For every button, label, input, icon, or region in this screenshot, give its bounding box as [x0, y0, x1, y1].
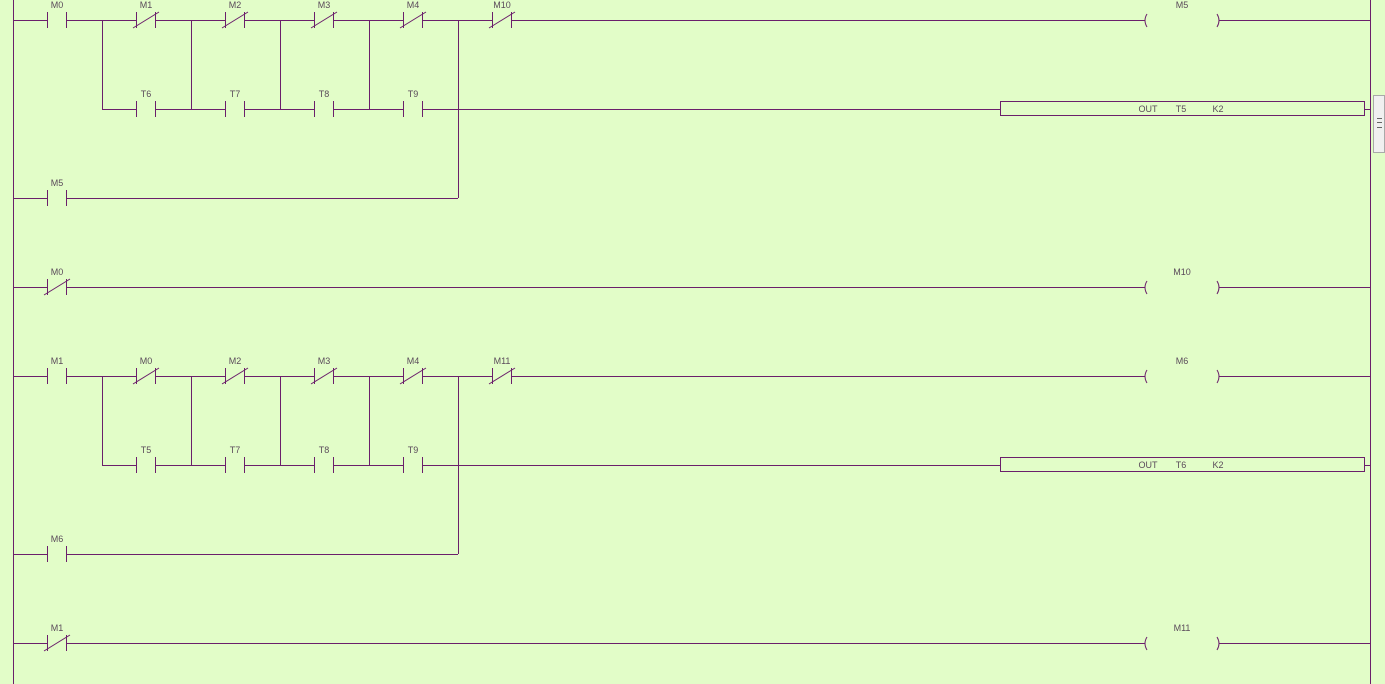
no-contact-label: T5	[141, 445, 152, 455]
coil-left-arc	[1144, 13, 1148, 28]
coil-left-arc	[1144, 369, 1148, 384]
coil-label: M5	[1176, 0, 1189, 10]
timer-op-label: OUT	[1139, 104, 1159, 114]
timer-instruction-box	[1000, 457, 1365, 472]
coil-label: M10	[1173, 267, 1191, 277]
timer-instruction-box	[1000, 101, 1365, 116]
coil-left-arc	[1144, 636, 1148, 651]
contact-nc-slash	[399, 367, 427, 385]
coil-label: M6	[1176, 356, 1189, 366]
nc-contact-label: M1	[140, 0, 153, 10]
nc-contact-label: M3	[318, 0, 331, 10]
nc-contact-label: M1	[51, 623, 64, 633]
coil-right-arc	[1216, 636, 1220, 651]
coil-label: M11	[1174, 623, 1191, 633]
contact-nc-slash	[221, 11, 249, 29]
contact-nc-slash	[399, 11, 427, 29]
timer-constant-label: K2	[1212, 460, 1223, 470]
contact-nc-slash	[310, 367, 338, 385]
no-contact-label: M6	[51, 534, 64, 544]
coil-right-arc	[1216, 280, 1220, 295]
no-contact-label: M5	[51, 178, 64, 188]
nc-contact-label: M4	[407, 356, 420, 366]
contact-nc-slash	[132, 11, 160, 29]
contact-nc-slash	[488, 11, 516, 29]
no-contact-label: T7	[230, 445, 241, 455]
no-contact-label: T8	[319, 89, 330, 99]
contact-nc-slash	[132, 367, 160, 385]
nc-contact-label: M2	[229, 0, 242, 10]
contact-nc-slash	[310, 11, 338, 29]
contact-nc-slash	[221, 367, 249, 385]
nc-contact-label: M10	[493, 0, 511, 10]
nc-contact-label: M4	[407, 0, 420, 10]
no-contact-label: T6	[141, 89, 152, 99]
timer-constant-label: K2	[1212, 104, 1223, 114]
contact-nc-slash	[488, 367, 516, 385]
contact-nc-slash	[43, 634, 71, 652]
no-contact-label: T9	[408, 89, 419, 99]
timer-device-label: T6	[1176, 460, 1187, 470]
nc-contact-label: M3	[318, 356, 331, 366]
coil-left-arc	[1144, 280, 1148, 295]
coil-right-arc	[1216, 13, 1220, 28]
nc-contact-label: M11	[494, 356, 511, 366]
nc-contact-label: M0	[140, 356, 153, 366]
nc-contact-label: M0	[51, 267, 64, 277]
no-contact-label: T8	[319, 445, 330, 455]
nc-contact-label: M2	[229, 356, 242, 366]
no-contact-label: M0	[51, 0, 64, 10]
timer-device-label: T5	[1176, 104, 1187, 114]
coil-right-arc	[1216, 369, 1220, 384]
no-contact-label: M1	[51, 356, 64, 366]
scroll-grip-icon	[1377, 118, 1382, 128]
no-contact-label: T7	[230, 89, 241, 99]
timer-op-label: OUT	[1139, 460, 1159, 470]
vertical-scrollbar-thumb[interactable]	[1373, 95, 1385, 153]
no-contact-label: T9	[408, 445, 419, 455]
contact-nc-slash	[43, 278, 71, 296]
